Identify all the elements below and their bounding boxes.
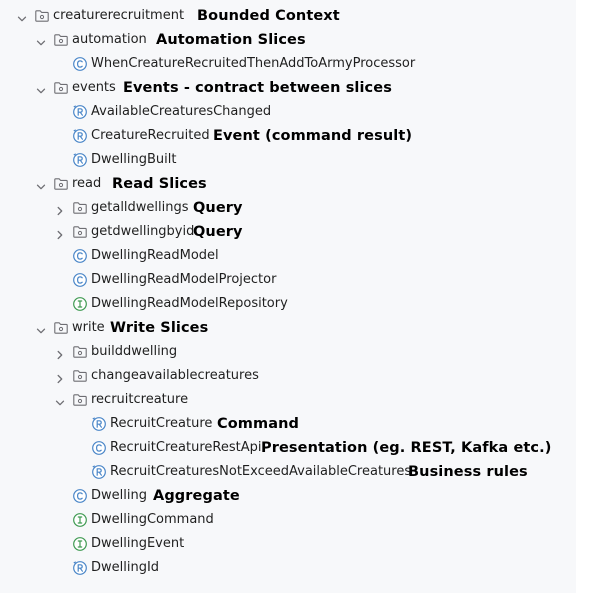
chevron-down-icon[interactable] <box>35 34 47 46</box>
tree-row[interactable]: RecruitCreature Command <box>0 413 576 435</box>
chevron-down-icon[interactable] <box>35 322 47 334</box>
package-icon <box>34 8 50 24</box>
tree-item-label: WhenCreatureRecruitedThenAddToArmyProces… <box>91 56 416 71</box>
tree-item-label: DwellingBuilt <box>91 152 177 167</box>
tree-row[interactable]: DwellingEvent <box>0 533 576 555</box>
annotation-label: Aggregate <box>153 488 240 504</box>
chevron-down-icon[interactable] <box>16 10 28 22</box>
tree-item-label: recruitcreature <box>91 392 189 407</box>
tree-item-label: read <box>72 176 102 191</box>
tree-row[interactable]: DwellingBuilt <box>0 149 576 171</box>
project-tree: creaturerecruitment Bounded Context automa… <box>0 5 576 579</box>
tree-row[interactable]: recruitcreature <box>0 389 576 411</box>
class-icon <box>72 272 88 288</box>
tree-row[interactable]: DwellingCommand <box>0 509 576 531</box>
tree-row[interactable]: automation Automation Slices <box>0 29 576 51</box>
tree-row[interactable]: getalldwellings Query <box>0 197 576 219</box>
chevron-down-icon[interactable] <box>54 394 66 406</box>
annotation-label: Read Slices <box>112 176 207 192</box>
tree-row[interactable]: AvailableCreaturesChanged <box>0 101 576 123</box>
tree-item-label: RecruitCreatureRestApi <box>110 440 262 455</box>
tree-row[interactable]: RecruitCreaturesNotExceedAvailableCreatu… <box>0 461 576 483</box>
chevron-right-icon[interactable] <box>54 346 66 360</box>
class-icon <box>91 440 107 456</box>
annotation-label: Write Slices <box>110 320 209 336</box>
tree-row[interactable]: changeavailablecreatures <box>0 365 576 387</box>
package-icon <box>72 392 88 408</box>
tree-row[interactable]: builddwelling <box>0 341 576 363</box>
interface-icon <box>72 536 88 552</box>
package-icon <box>72 344 88 360</box>
package-icon <box>53 320 69 336</box>
package-icon <box>53 32 69 48</box>
tree-item-label: CreatureRecruited <box>91 128 210 143</box>
tree-item-label: events <box>72 80 116 95</box>
tree-row[interactable]: DwellingId <box>0 557 576 579</box>
tree-item-label: Dwelling <box>91 488 147 503</box>
tree-row[interactable]: DwellingReadModelProjector <box>0 269 576 291</box>
chevron-right-icon[interactable] <box>54 202 66 216</box>
annotation-label: Command <box>217 416 300 432</box>
tree-item-label: write <box>72 320 105 335</box>
package-icon <box>53 80 69 96</box>
tree-row[interactable]: Dwelling Aggregate <box>0 485 576 507</box>
annotation-label: Presentation (eg. REST, Kafka etc.) <box>261 440 552 456</box>
annotation-label: Event (command result) <box>213 128 413 144</box>
tree-item-label: getdwellingbyid <box>91 224 195 239</box>
tree-row[interactable]: events Events - contract between slices <box>0 77 576 99</box>
tree-row[interactable]: write Write Slices <box>0 317 576 339</box>
annotation-label: Bounded Context <box>197 8 340 24</box>
tree-item-label: RecruitCreature <box>110 416 213 431</box>
tree-row[interactable]: creaturerecruitment Bounded Context <box>0 5 576 27</box>
package-icon <box>53 176 69 192</box>
tree-item-label: DwellingReadModelRepository <box>91 296 288 311</box>
tree-row[interactable]: WhenCreatureRecruitedThenAddToArmyProces… <box>0 53 576 75</box>
record-icon <box>72 152 88 168</box>
tree-row[interactable]: DwellingReadModelRepository <box>0 293 576 315</box>
tree-item-label: DwellingReadModel <box>91 248 219 263</box>
tree-item-label: DwellingReadModelProjector <box>91 272 277 287</box>
package-icon <box>72 224 88 240</box>
tree-item-label: RecruitCreaturesNotExceedAvailableCreatu… <box>110 464 412 479</box>
chevron-right-icon[interactable] <box>54 226 66 240</box>
tree-item-label: creaturerecruitment <box>53 8 185 23</box>
record-icon <box>72 104 88 120</box>
annotation-label: Events - contract between slices <box>123 80 392 96</box>
class-icon <box>72 488 88 504</box>
tree-item-label: builddwelling <box>91 344 178 359</box>
interface-icon <box>72 296 88 312</box>
record-icon <box>72 560 88 576</box>
tree-item-label: changeavailablecreatures <box>91 368 259 383</box>
tree-row[interactable]: DwellingReadModel <box>0 245 576 267</box>
class-icon <box>72 56 88 72</box>
annotation-label: Query <box>193 200 243 216</box>
tree-item-label: getalldwellings <box>91 200 189 215</box>
chevron-right-icon[interactable] <box>54 370 66 384</box>
tree-item-label: DwellingId <box>91 560 160 575</box>
chevron-down-icon[interactable] <box>35 82 47 94</box>
package-icon <box>72 200 88 216</box>
annotation-label: Business rules <box>408 464 528 480</box>
tree-row[interactable]: read Read Slices <box>0 173 576 195</box>
annotation-label: Automation Slices <box>156 32 306 48</box>
tree-item-label: automation <box>72 32 147 47</box>
tree-item-label: AvailableCreaturesChanged <box>91 104 272 119</box>
interface-icon <box>72 512 88 528</box>
record-icon <box>91 416 107 432</box>
annotation-label: Query <box>193 224 243 240</box>
chevron-down-icon[interactable] <box>35 178 47 190</box>
package-icon <box>72 368 88 384</box>
tree-item-label: DwellingEvent <box>91 536 185 551</box>
tree-item-label: DwellingCommand <box>91 512 214 527</box>
record-icon <box>91 464 107 480</box>
record-icon <box>72 128 88 144</box>
class-icon <box>72 248 88 264</box>
